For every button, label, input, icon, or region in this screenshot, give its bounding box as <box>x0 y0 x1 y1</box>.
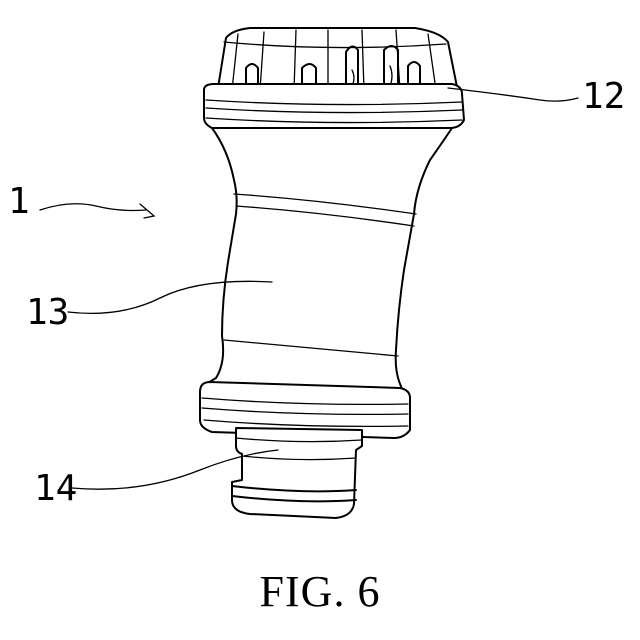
main-body <box>206 128 452 392</box>
leader-12 <box>448 88 578 101</box>
figure-caption: FIG. 6 <box>0 566 640 617</box>
upper-collar <box>204 84 464 128</box>
label-body: 13 <box>26 292 69 333</box>
label-head: 12 <box>582 76 625 117</box>
label-assembly: 1 <box>8 181 30 222</box>
leader-1 <box>40 204 146 211</box>
connector-part <box>232 428 362 518</box>
label-connector: 14 <box>34 468 77 509</box>
leader-1-arrow <box>140 204 154 218</box>
head-part <box>218 28 458 92</box>
